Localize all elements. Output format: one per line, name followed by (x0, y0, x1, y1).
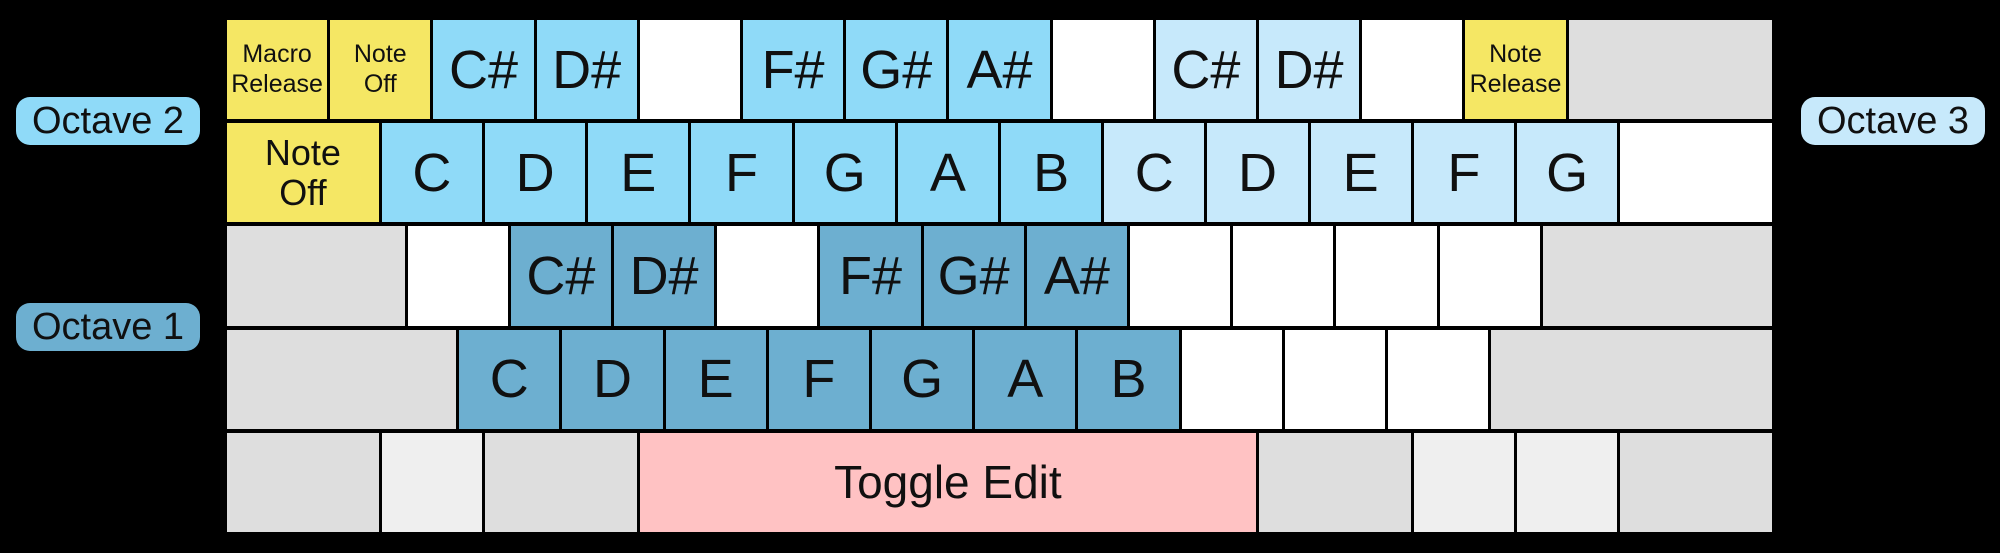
key-note-g1[interactable]: G (871, 329, 973, 429)
keyboard-grid: Macro Release Note Off C# D# F# G# A# C#… (224, 17, 1775, 535)
key-note-f1[interactable]: F (768, 329, 869, 429)
key-backspace (1568, 20, 1772, 120)
key-left-ctrl (227, 432, 379, 532)
key-note-f2[interactable]: F (691, 123, 792, 223)
key-note-c1[interactable]: C (459, 329, 560, 429)
key-note-g3[interactable]: G (1516, 123, 1618, 223)
key-left-shift (227, 329, 457, 429)
key-note-ds3[interactable]: D# (1258, 20, 1360, 120)
octave-3-label: Octave 3 (1801, 97, 1985, 145)
key-blank (1439, 226, 1540, 326)
key-note-e2[interactable]: E (588, 123, 689, 223)
key-blank (1181, 329, 1282, 429)
key-blank (1336, 226, 1437, 326)
octave-2-label: Octave 2 (16, 97, 200, 145)
key-blank (1284, 329, 1385, 429)
octave-1-label: Octave 1 (16, 303, 200, 351)
key-note-cs1[interactable]: C# (510, 226, 611, 326)
key-blank (1052, 20, 1153, 120)
key-note-d3[interactable]: D (1207, 123, 1308, 223)
key-right-shift (1491, 329, 1772, 429)
key-note-d2[interactable]: D (484, 123, 586, 223)
key-note-d1[interactable]: D (562, 329, 663, 429)
key-note-fs2[interactable]: F# (742, 20, 844, 120)
key-note-as2[interactable]: A# (949, 20, 1050, 120)
key-left-alt (484, 432, 637, 532)
key-note-e3[interactable]: E (1310, 123, 1411, 223)
key-note-cs3[interactable]: C# (1155, 20, 1256, 120)
key-note-off-top[interactable]: Note Off (330, 20, 431, 120)
key-note-release[interactable]: Note Release (1465, 20, 1566, 120)
key-capslock (227, 226, 405, 326)
key-toggle-edit[interactable]: Toggle Edit (639, 432, 1256, 532)
key-note-ds1[interactable]: D# (613, 226, 715, 326)
key-menu (1516, 432, 1618, 532)
key-blank (1620, 123, 1772, 223)
key-note-c2[interactable]: C (381, 123, 482, 223)
key-note-e1[interactable]: E (665, 329, 766, 429)
key-note-fs1[interactable]: F# (820, 226, 921, 326)
key-blank (639, 20, 740, 120)
key-note-as1[interactable]: A# (1026, 226, 1127, 326)
key-blank (1129, 226, 1231, 326)
key-enter (1542, 226, 1772, 326)
key-blank (407, 226, 508, 326)
key-blank (1387, 329, 1489, 429)
key-note-gs1[interactable]: G# (923, 226, 1024, 326)
key-note-a1[interactable]: A (975, 329, 1076, 429)
key-note-cs2[interactable]: C# (433, 20, 534, 120)
key-right-win (1413, 432, 1514, 532)
key-right-alt (1258, 432, 1411, 532)
key-note-gs2[interactable]: G# (846, 20, 947, 120)
key-macro-release[interactable]: Macro Release (227, 20, 328, 120)
key-left-win (381, 432, 482, 532)
key-right-ctrl (1620, 432, 1772, 532)
key-blank (717, 226, 818, 326)
key-note-f3[interactable]: F (1413, 123, 1514, 223)
key-note-ds2[interactable]: D# (536, 20, 637, 120)
key-blank (1233, 226, 1334, 326)
key-note-g2[interactable]: G (794, 123, 895, 223)
key-note-off[interactable]: Note Off (227, 123, 379, 223)
key-note-b2[interactable]: B (1000, 123, 1102, 223)
key-note-b1[interactable]: B (1078, 329, 1179, 429)
key-blank (1362, 20, 1463, 120)
key-note-a2[interactable]: A (897, 123, 998, 223)
key-note-c3[interactable]: C (1104, 123, 1205, 223)
